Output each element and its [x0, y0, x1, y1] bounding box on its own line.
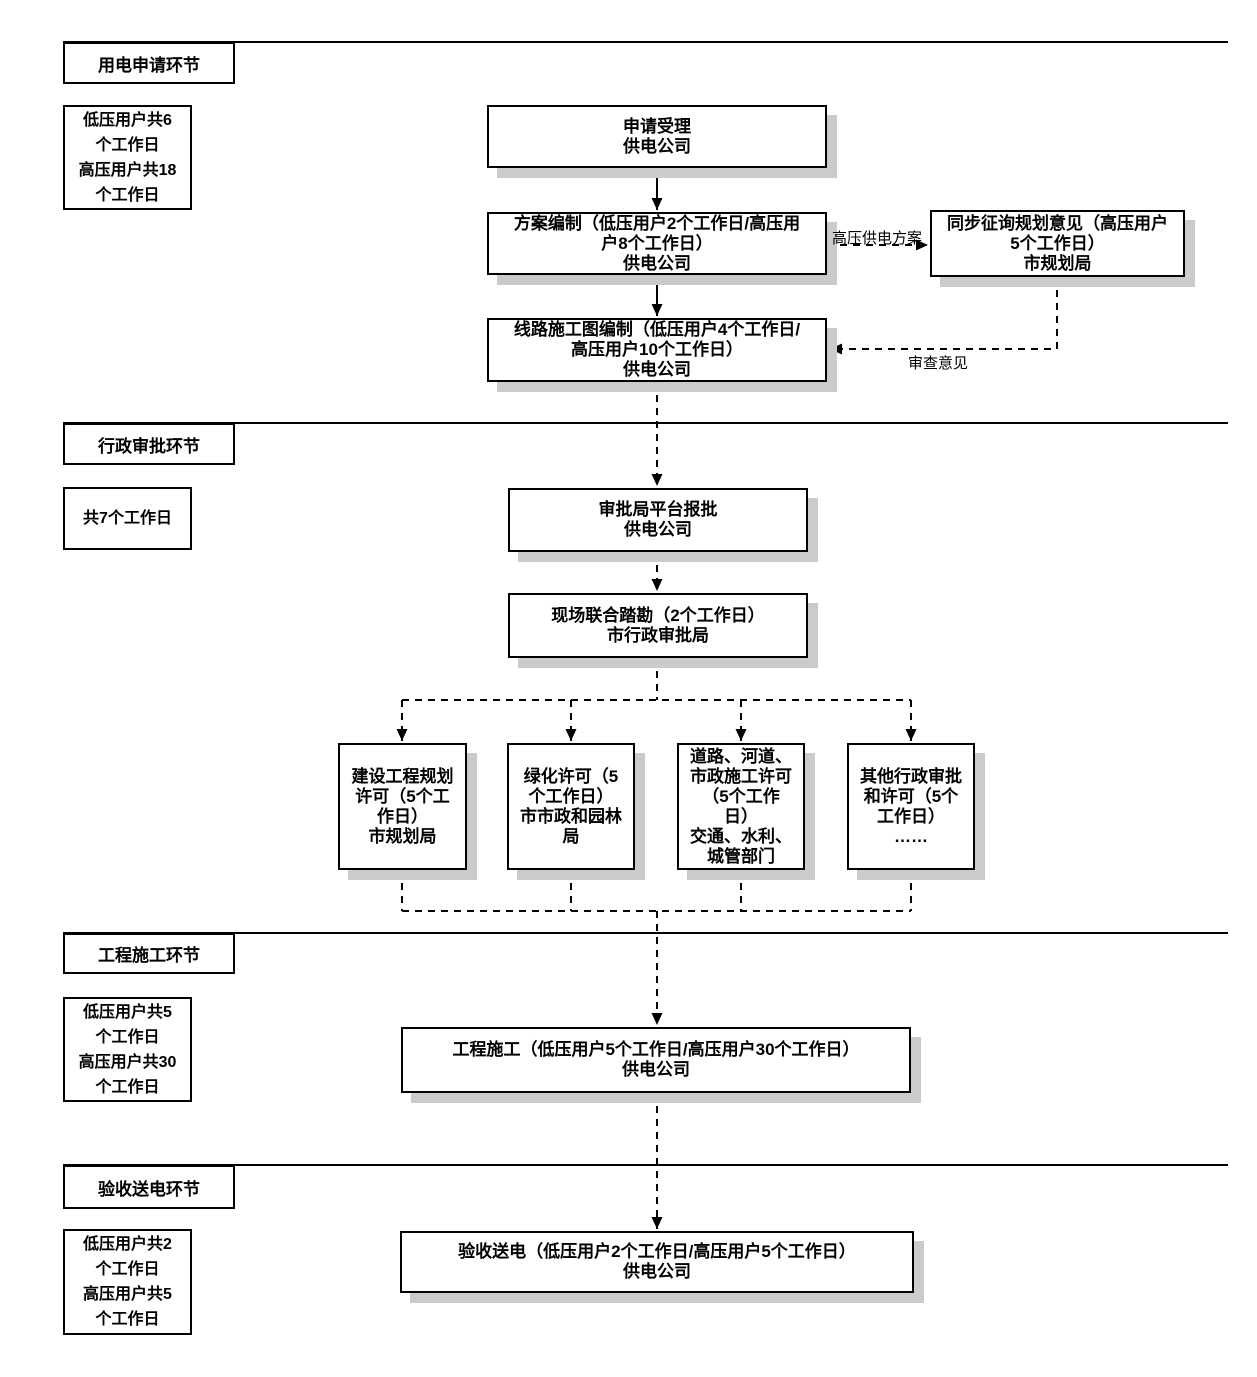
- node-drawing: 线路施工图编制（低压用户4个工作日/ 高压用户10个工作日） 供电公司: [487, 318, 827, 382]
- section-3-header: 工程施工环节: [63, 933, 235, 974]
- section-1-note: 低压用户共6 个工作日 高压用户共18 个工作日: [63, 105, 192, 210]
- node-consult: 同步征询规划意见（高压用户 5个工作日） 市规划局: [930, 210, 1185, 277]
- section-2-note: 共7个工作日: [63, 487, 192, 550]
- section-1-header: 用电申请环节: [63, 42, 235, 84]
- section-4-note: 低压用户共2 个工作日 高压用户共5 个工作日: [63, 1229, 192, 1335]
- arrow-consult-review-to-drawing: [830, 277, 1058, 355]
- node-platform: 审批局平台报批 供电公司: [508, 488, 808, 552]
- section-4-header: 验收送电环节: [63, 1165, 235, 1209]
- node-permit-road: 道路、河道、 市政施工许可 （5个工作 日） 交通、水利、 城管部门: [677, 743, 805, 870]
- node-survey: 现场联合踏勘（2个工作日） 市行政审批局: [508, 593, 808, 658]
- edge-label-hv-plan: 高压供电方案: [832, 231, 923, 247]
- section-3-note: 低压用户共5 个工作日 高压用户共30 个工作日: [63, 997, 192, 1102]
- node-plan: 方案编制（低压用户2个工作日/高压用 户8个工作日） 供电公司: [487, 212, 827, 275]
- section-2-header: 行政审批环节: [63, 423, 235, 465]
- node-permit-other: 其他行政审批 和许可（5个 工作日） ……: [847, 743, 975, 870]
- node-apply: 申请受理 供电公司: [487, 105, 827, 168]
- node-permit-greening: 绿化许可（5 个工作日） 市市政和园林 局: [507, 743, 635, 870]
- node-construction: 工程施工（低压用户5个工作日/高压用户30个工作日） 供电公司: [401, 1027, 911, 1093]
- node-acceptance: 验收送电（低压用户2个工作日/高压用户5个工作日） 供电公司: [400, 1231, 914, 1293]
- node-permit-planning: 建设工程规划 许可（5个工 作日） 市规划局: [338, 743, 467, 870]
- edge-label-review: 审查意见: [908, 356, 969, 372]
